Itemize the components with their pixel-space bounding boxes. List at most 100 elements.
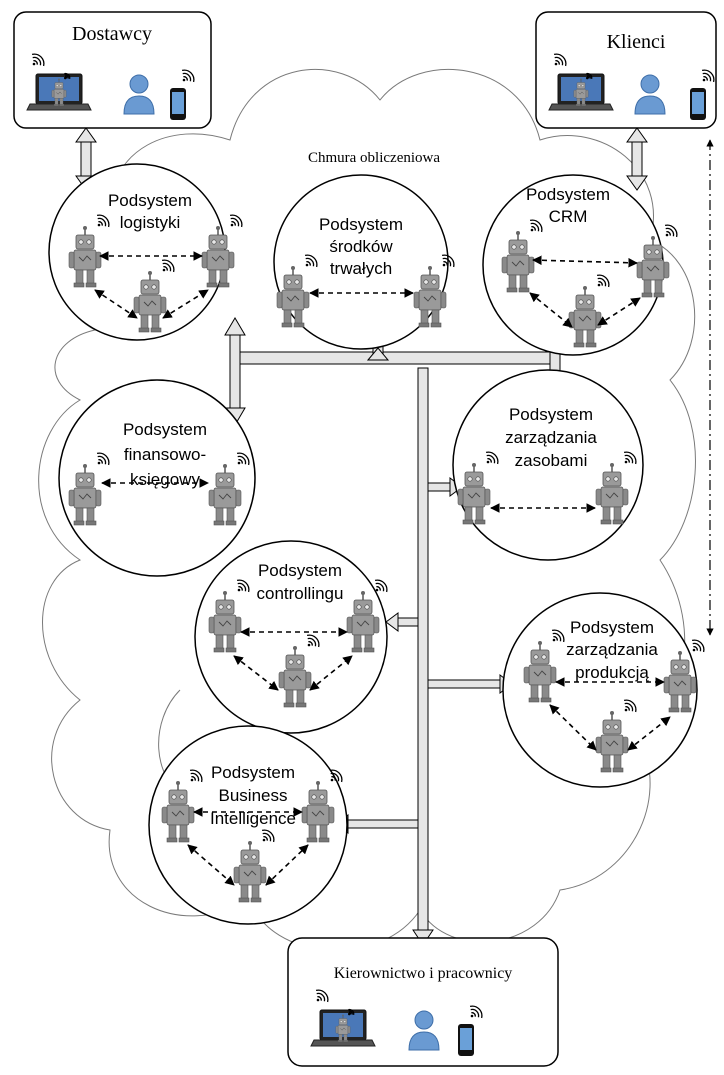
clients-devices [548,53,715,120]
suppliers-devices [26,53,195,120]
wireless-signal-icon [96,214,110,228]
agent-communication-arrow [309,655,353,691]
crm-label-2: CRM [549,207,588,226]
laptop-icon [26,73,92,111]
robot-agent-icon [663,651,697,713]
robot-agent-icon [335,1014,351,1043]
controlling-label-2: controllingu [257,584,344,603]
robot-agent-icon [573,78,589,107]
wireless-signal-icon [64,72,71,80]
subsystem-logistics: Podsystem logistyki [48,163,243,341]
robot-agent-icon [161,781,195,843]
cloud-label: Chmura obliczeniowa [308,150,440,166]
agent-communication-arrow [549,704,597,751]
production-label-3: produkcją [575,663,649,682]
robot-agent-icon [233,841,267,903]
agent-communication-arrow [233,655,279,691]
wireless-signal-icon [691,639,705,653]
clients-box: Klienci [535,11,717,129]
person-icon [408,1010,440,1051]
agent-communication-arrow [265,844,309,886]
management-title: Kierownictwo i pracownicy [334,965,513,982]
wireless-signal-icon [701,69,715,83]
robot-agent-icon [276,266,310,328]
wireless-signal-icon [181,69,195,83]
bi-label-1: Podsystem [211,763,295,782]
wireless-signal-icon [374,579,388,593]
wireless-signal-icon [623,699,637,713]
wireless-signal-icon [586,72,593,80]
robot-agent-icon [568,286,602,348]
agent-communication-arrow [529,292,573,328]
logistics-label-1: Podsystem [108,191,192,210]
management-devices [310,989,483,1056]
resources-label-1: Podsystem [509,405,593,424]
wireless-signal-icon [261,829,275,843]
subsystem-fixed-assets: Podsystem środków trwałych [273,174,455,350]
robot-agent-icon [278,646,312,708]
smartphone-icon [170,88,186,120]
agent-communication-arrow [187,844,235,886]
wireless-signal-icon [236,579,250,593]
robot-agent-icon [68,226,102,288]
wireless-signal-icon [31,53,45,67]
clients-title: Klienci [607,31,666,53]
wireless-signal-icon [596,274,610,288]
finance-label-2: finansowo- [124,445,206,464]
resources-label-3: zasobami [515,451,588,470]
controlling-label-1: Podsystem [258,561,342,580]
subsystem-production: Podsystem zarządzania produkcją [502,592,705,788]
robot-agent-icon [595,711,629,773]
suppliers-title: Dostawcy [72,23,152,45]
resources-label-2: zarządzania [505,428,597,447]
fixed-assets-label-1: Podsystem [319,215,403,234]
subsystem-crm: Podsystem CRM [482,174,678,356]
wireless-signal-icon [229,214,243,228]
logistics-label-2: logistyki [120,213,180,232]
robot-agent-icon [208,464,242,526]
robot-agent-icon [413,266,447,328]
wireless-signal-icon [551,629,565,643]
robot-agent-icon [301,781,335,843]
smartphone-icon [690,88,706,120]
wireless-signal-icon [553,53,567,67]
subsystem-resources: Podsystem zarządzania zasobami [452,369,644,561]
robot-agent-icon [201,226,235,288]
subsystem-finance: Podsystem finansowo- księgowy [58,379,256,577]
wireless-signal-icon [469,1005,483,1019]
finance-label-1: Podsystem [123,420,207,439]
fixed-assets-label-2: środków [329,237,393,256]
wireless-signal-icon [485,451,499,465]
wireless-signal-icon [329,769,343,783]
robot-agent-icon [208,591,242,653]
wireless-signal-icon [623,451,637,465]
smartphone-icon [458,1024,474,1056]
bi-label-2: Business [219,786,288,805]
robot-agent-icon [523,641,557,703]
subsystem-controlling: Podsystem controllingu [194,540,388,734]
production-label-1: Podsystem [570,618,654,637]
wireless-signal-icon [96,452,110,466]
robot-agent-icon [346,591,380,653]
wireless-signal-icon [304,254,318,268]
robot-agent-icon [51,78,67,107]
crm-label-1: Podsystem [526,185,610,204]
robot-agent-icon [457,463,491,525]
fixed-assets-label-3: trwałych [330,259,392,278]
wireless-signal-icon [348,1008,355,1016]
finance-label-3: księgowy [130,470,200,489]
robot-agent-icon [68,464,102,526]
wireless-signal-icon [315,989,329,1003]
wireless-signal-icon [664,224,678,238]
wireless-signal-icon [236,452,250,466]
subsystem-bi: Podsystem Business Intelligence [148,725,348,925]
robot-agent-icon [595,463,629,525]
production-label-2: zarządzania [566,640,658,659]
wireless-signal-icon [441,254,455,268]
robot-agent-icon [636,236,670,298]
wireless-signal-icon [189,769,203,783]
person-icon [123,74,155,115]
clients-crm-link [626,127,648,191]
person-icon [634,74,666,115]
